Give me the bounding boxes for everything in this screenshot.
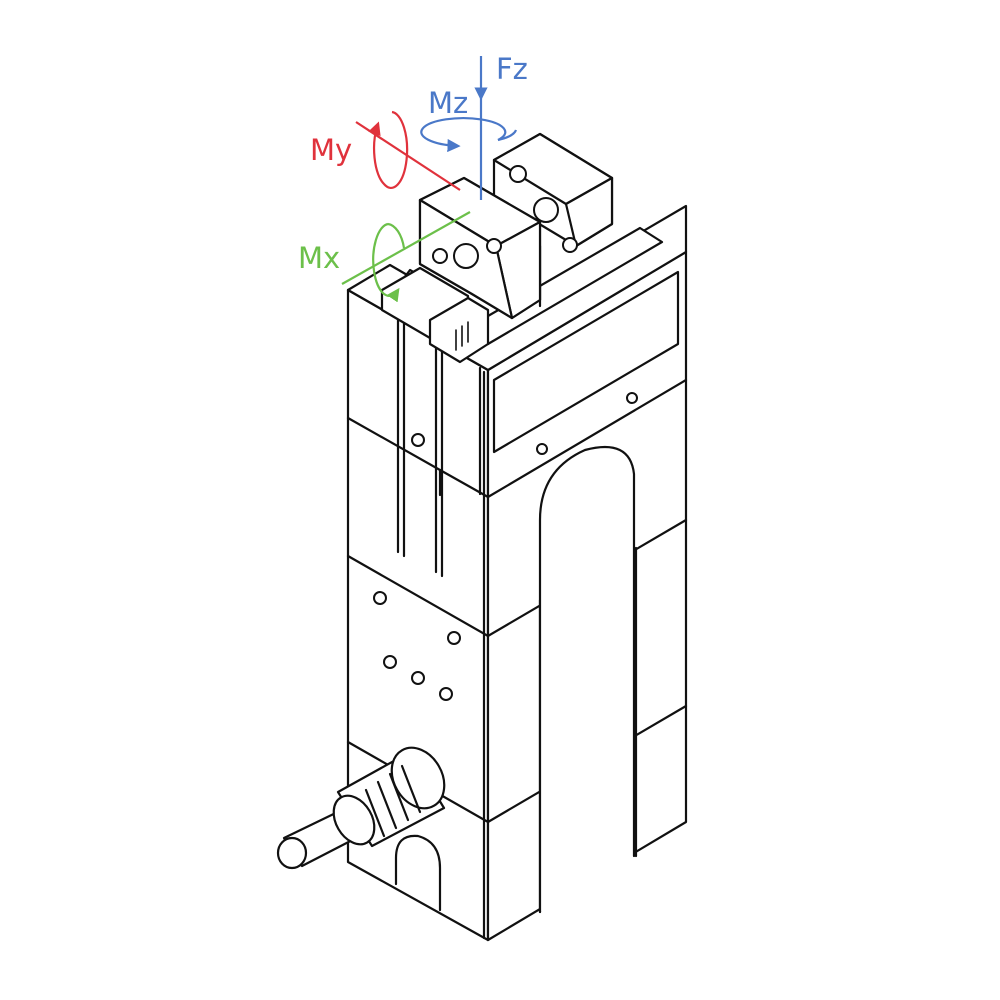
connector-icon [332, 746, 446, 848]
my-label: My [310, 133, 352, 167]
mz-rotation-arrow [420, 117, 507, 153]
mz-label: Mz [428, 86, 468, 120]
fz-label: Fz [496, 52, 528, 86]
x-axis-line [341, 211, 471, 285]
mx-rotation-arrow [372, 222, 400, 303]
jaw-finger-front [380, 176, 542, 364]
mx-label: Mx [298, 241, 340, 275]
my-rotation-arrow [368, 110, 409, 189]
